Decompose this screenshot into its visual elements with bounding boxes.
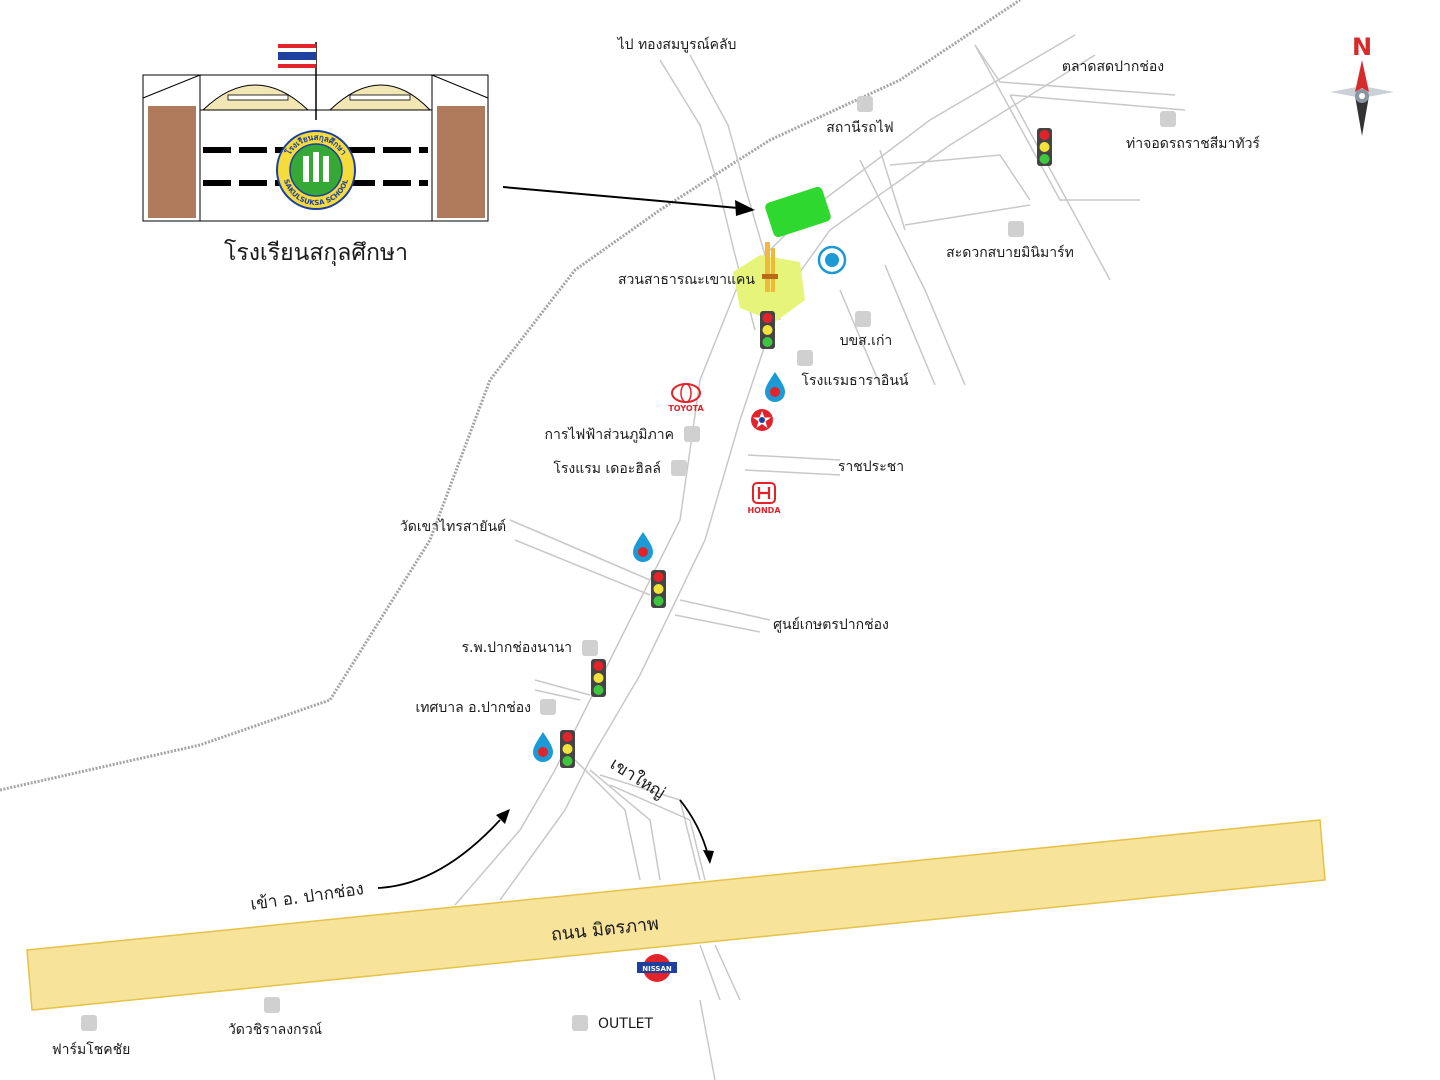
poi-marker [857, 96, 873, 112]
label-electricity: การไฟฟ้าส่วนภูมิภาค [545, 426, 674, 443]
railway-line [0, 0, 1021, 792]
traffic-light-icon [1037, 128, 1052, 166]
poi-marker [1160, 111, 1176, 127]
compass-north-label: N [1352, 33, 1372, 61]
label-minimart: สะดวกสบายมินิมาร์ท [946, 244, 1074, 261]
label-to-khaoyai: เขาใหญ่ [606, 753, 669, 803]
school-logo-icon: โรงเรียนสกุลศึกษา SAKULSUKSA SCHOOL [276, 130, 356, 210]
honda-label: HONDA [747, 506, 781, 515]
poi-marker [81, 1015, 97, 1031]
label-train-station: สถานีรถไฟ [826, 119, 893, 136]
label-golf: ไป ทองสมบูรณ์คลับ [617, 36, 737, 53]
label-to-pakchong: เข้า อ. ปากช่อง [249, 879, 365, 915]
nissan-logo-icon: NISSAN [637, 954, 677, 982]
label-farm: ฟาร์มโชคชัย [52, 1041, 131, 1058]
label-municipality: เทศบาล อ.ปากช่อง [415, 700, 531, 716]
poi-marker [855, 311, 871, 327]
school-pointer-arrow [502, 186, 755, 216]
park-label: สวนสาธารณะเขาแคน [618, 272, 755, 288]
toyota-logo-icon: TOYOTA [668, 383, 704, 413]
poi-marker [572, 1015, 588, 1031]
label-hotel-thara: โรงแรมธาราอินน์ [802, 372, 909, 389]
pakchong-direction-arrow [377, 809, 510, 889]
label-market: ตลาดสดปากช่อง [1062, 59, 1164, 75]
label-outlet: OUTLET [598, 1016, 653, 1032]
label-temple-khaotrai: วัดเขาไทรสายันต์ [400, 518, 506, 535]
park-area [733, 242, 805, 322]
label-agri-center: ศูนย์เกษตรปากช่อง [773, 616, 889, 633]
label-hotel-hills: โรงแรม เดอะฮิลล์ [553, 460, 661, 477]
poi-marker [684, 426, 700, 442]
caltex-gas-station-icon [751, 409, 773, 431]
poi-marker [582, 640, 598, 656]
traffic-light-icon [560, 730, 575, 768]
ptt-gas-station-icon [633, 532, 653, 562]
traffic-light-icon [651, 570, 666, 608]
school-location-marker[interactable] [764, 186, 832, 239]
government-emblem-icon [817, 245, 847, 275]
poi-marker [540, 699, 556, 715]
label-old-bus-station: บขส.เก่า [840, 333, 893, 349]
poi-marker [1008, 221, 1024, 237]
school-illustration: โรงเรียนสกุลศึกษา SAKULSUKSA SCHOOL [142, 42, 489, 222]
nissan-label: NISSAN [642, 965, 672, 973]
toyota-label: TOYOTA [668, 404, 704, 413]
poi-marker [264, 997, 280, 1013]
khaoyai-direction-arrow [679, 799, 714, 864]
ptt-gas-station-icon [533, 732, 553, 762]
label-hospital: ร.พ.ปากช่องนานา [462, 640, 572, 656]
traffic-light-icon [591, 659, 606, 697]
school-name: โรงเรียนสกุลศึกษา [224, 239, 408, 266]
poi-marker [797, 350, 813, 366]
poi-marker [671, 460, 687, 476]
highway-band [26, 819, 1326, 1011]
ptt-gas-station-icon [765, 372, 785, 402]
compass-icon [1330, 60, 1394, 136]
thai-flag-icon [278, 44, 316, 68]
label-temple-chira: วัดวชิราลงกรณ์ [228, 1021, 322, 1038]
brick-wall-right [437, 106, 485, 218]
honda-logo-icon: HONDA [747, 482, 781, 515]
road-network [454, 34, 1186, 1080]
label-bus-terminal: ท่าจอดรถราชสีมาทัวร์ [1126, 135, 1260, 152]
label-ratprachan: ราชประชา [838, 459, 904, 475]
brick-wall-left [148, 106, 196, 218]
traffic-light-icon [760, 311, 775, 349]
